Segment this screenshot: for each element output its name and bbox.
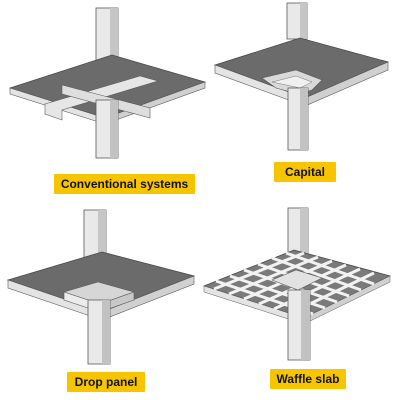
solid-head bbox=[271, 269, 323, 291]
waffle-slab-illustration bbox=[202, 207, 392, 361]
label-capital: Capital bbox=[274, 162, 336, 182]
label-drop-panel: Drop panel bbox=[67, 372, 145, 392]
capital-illustration bbox=[213, 2, 390, 151]
drop-panel-illustration bbox=[6, 209, 196, 365]
conventional-systems-illustration bbox=[8, 7, 207, 159]
label-waffle-slab: Waffle slab bbox=[270, 369, 346, 389]
label-conventional-systems: Conventional systems bbox=[54, 174, 195, 194]
